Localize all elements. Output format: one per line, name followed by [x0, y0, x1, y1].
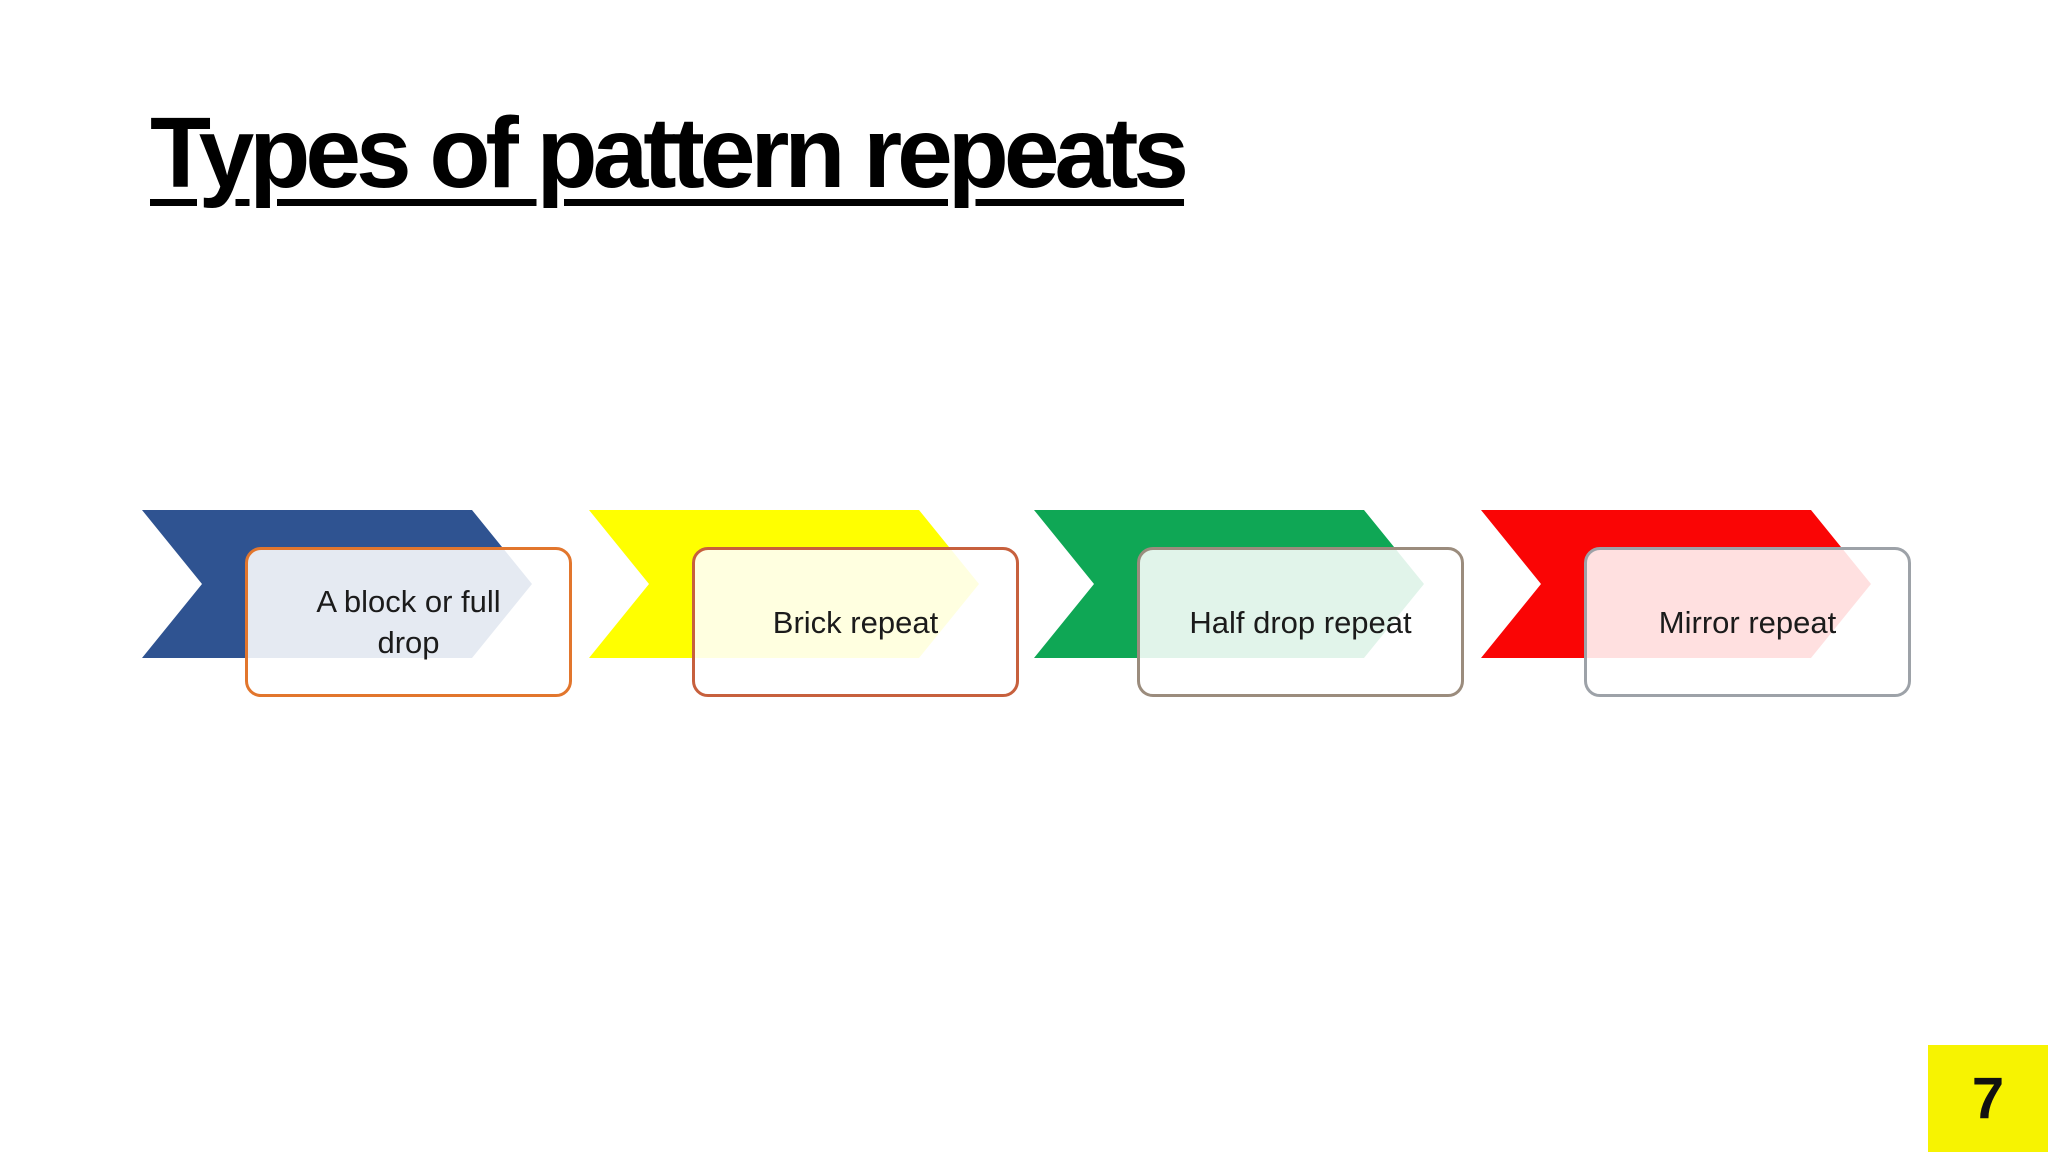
diagram-item-mirror-repeat: Mirror repeat: [1481, 510, 1921, 700]
item-label: Half drop repeat: [1189, 604, 1412, 640]
page-title: Types of pattern repeats: [150, 97, 1189, 209]
label-card: Half drop repeat: [1137, 547, 1464, 697]
item-label: A block or full drop: [316, 584, 501, 660]
label-card: Mirror repeat: [1584, 547, 1911, 697]
page-number: 7: [1971, 1066, 2005, 1131]
item-label: Mirror repeat: [1658, 604, 1837, 640]
item-label: Brick repeat: [772, 604, 939, 640]
label-card: A block or full drop: [245, 547, 572, 697]
label-card: Brick repeat: [692, 547, 1019, 697]
page-number-badge: 7: [1928, 1045, 2048, 1152]
diagram-item-brick-repeat: Brick repeat: [589, 510, 1029, 700]
diagram-item-half-drop-repeat: Half drop repeat: [1034, 510, 1474, 700]
diagram-item-block-or-full-drop: A block or full drop: [142, 510, 582, 700]
